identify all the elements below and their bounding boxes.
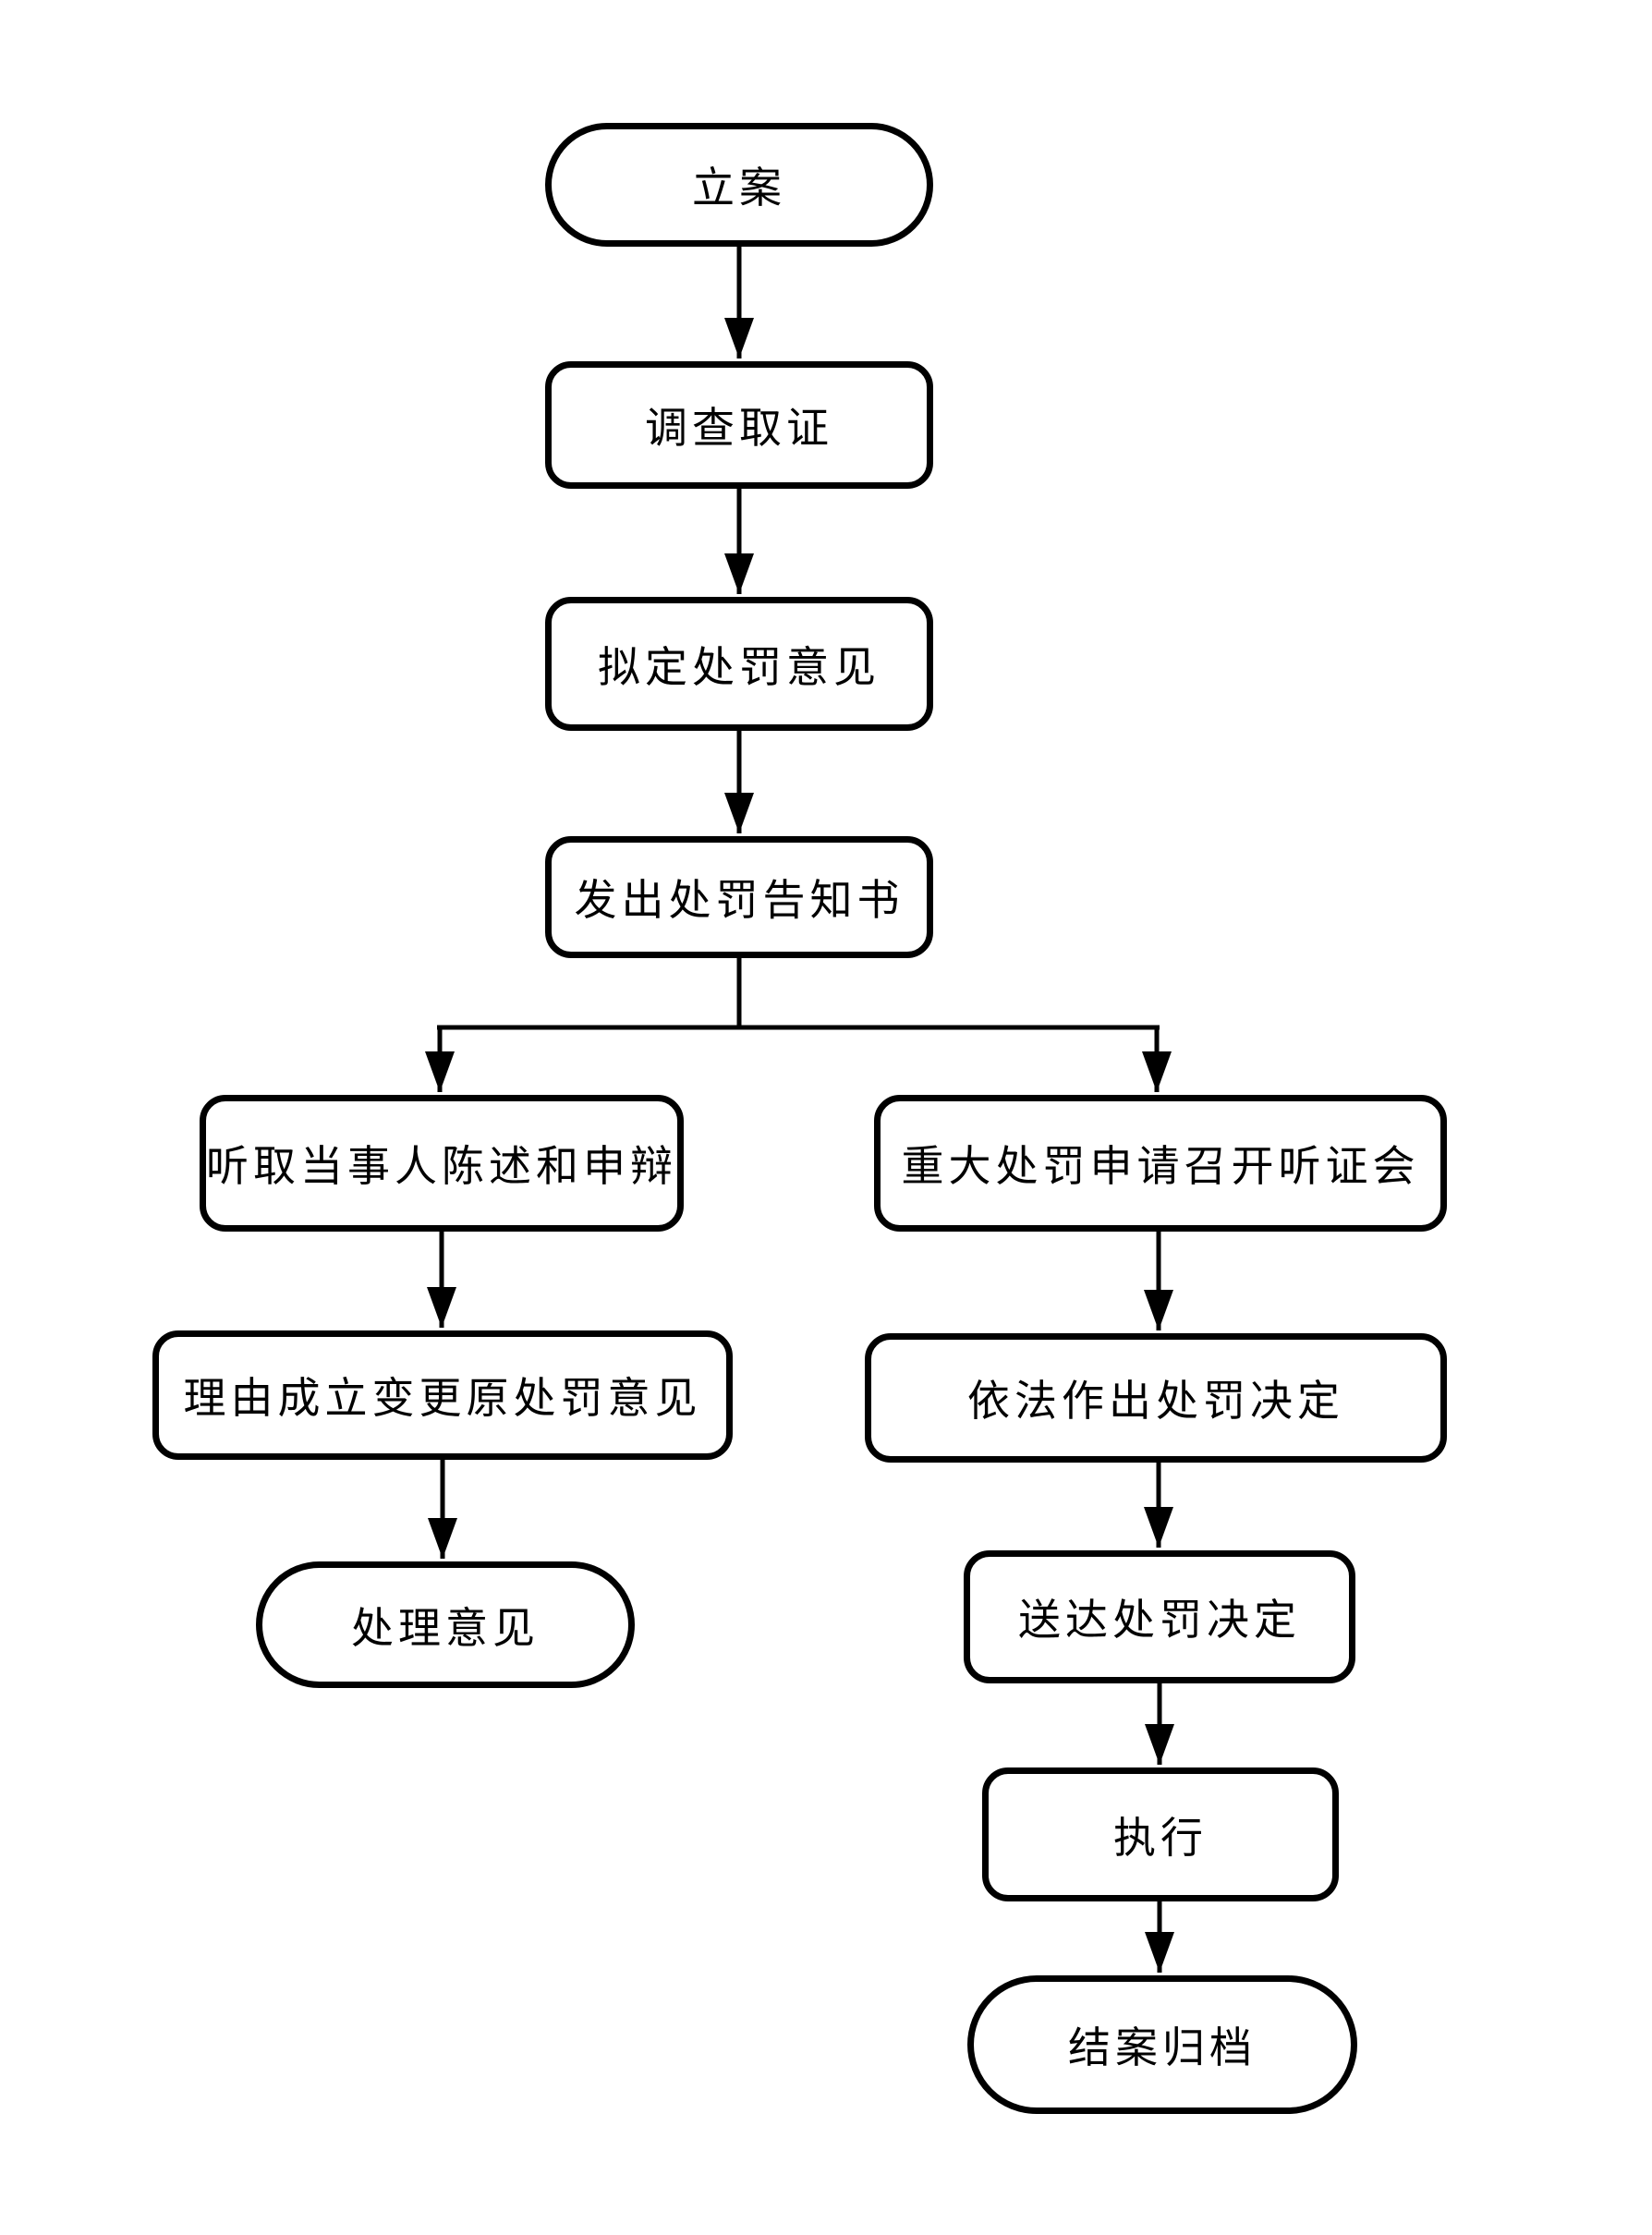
flow-node-yifa: 依法作出处罚决定 xyxy=(865,1333,1447,1463)
flow-node-fachu: 发出处罚告知书 xyxy=(545,836,933,958)
flow-node-lian: 立案 xyxy=(545,123,933,247)
flow-node-songda: 送达处罚决定 xyxy=(964,1550,1355,1683)
flow-node-niding: 拟定处罚意见 xyxy=(545,597,933,731)
flow-node-zhixing: 执行 xyxy=(982,1767,1339,1901)
flow-node-jiean: 结案归档 xyxy=(967,1975,1357,2114)
flow-node-tingqu: 听取当事人陈述和申辩 xyxy=(200,1095,684,1232)
flow-node-liyou: 理由成立变更原处罚意见 xyxy=(152,1330,733,1460)
flow-node-zhongda: 重大处罚申请召开听证会 xyxy=(874,1095,1447,1232)
flow-node-diaocha: 调查取证 xyxy=(545,361,933,489)
flow-node-chuli: 处理意见 xyxy=(256,1561,635,1688)
